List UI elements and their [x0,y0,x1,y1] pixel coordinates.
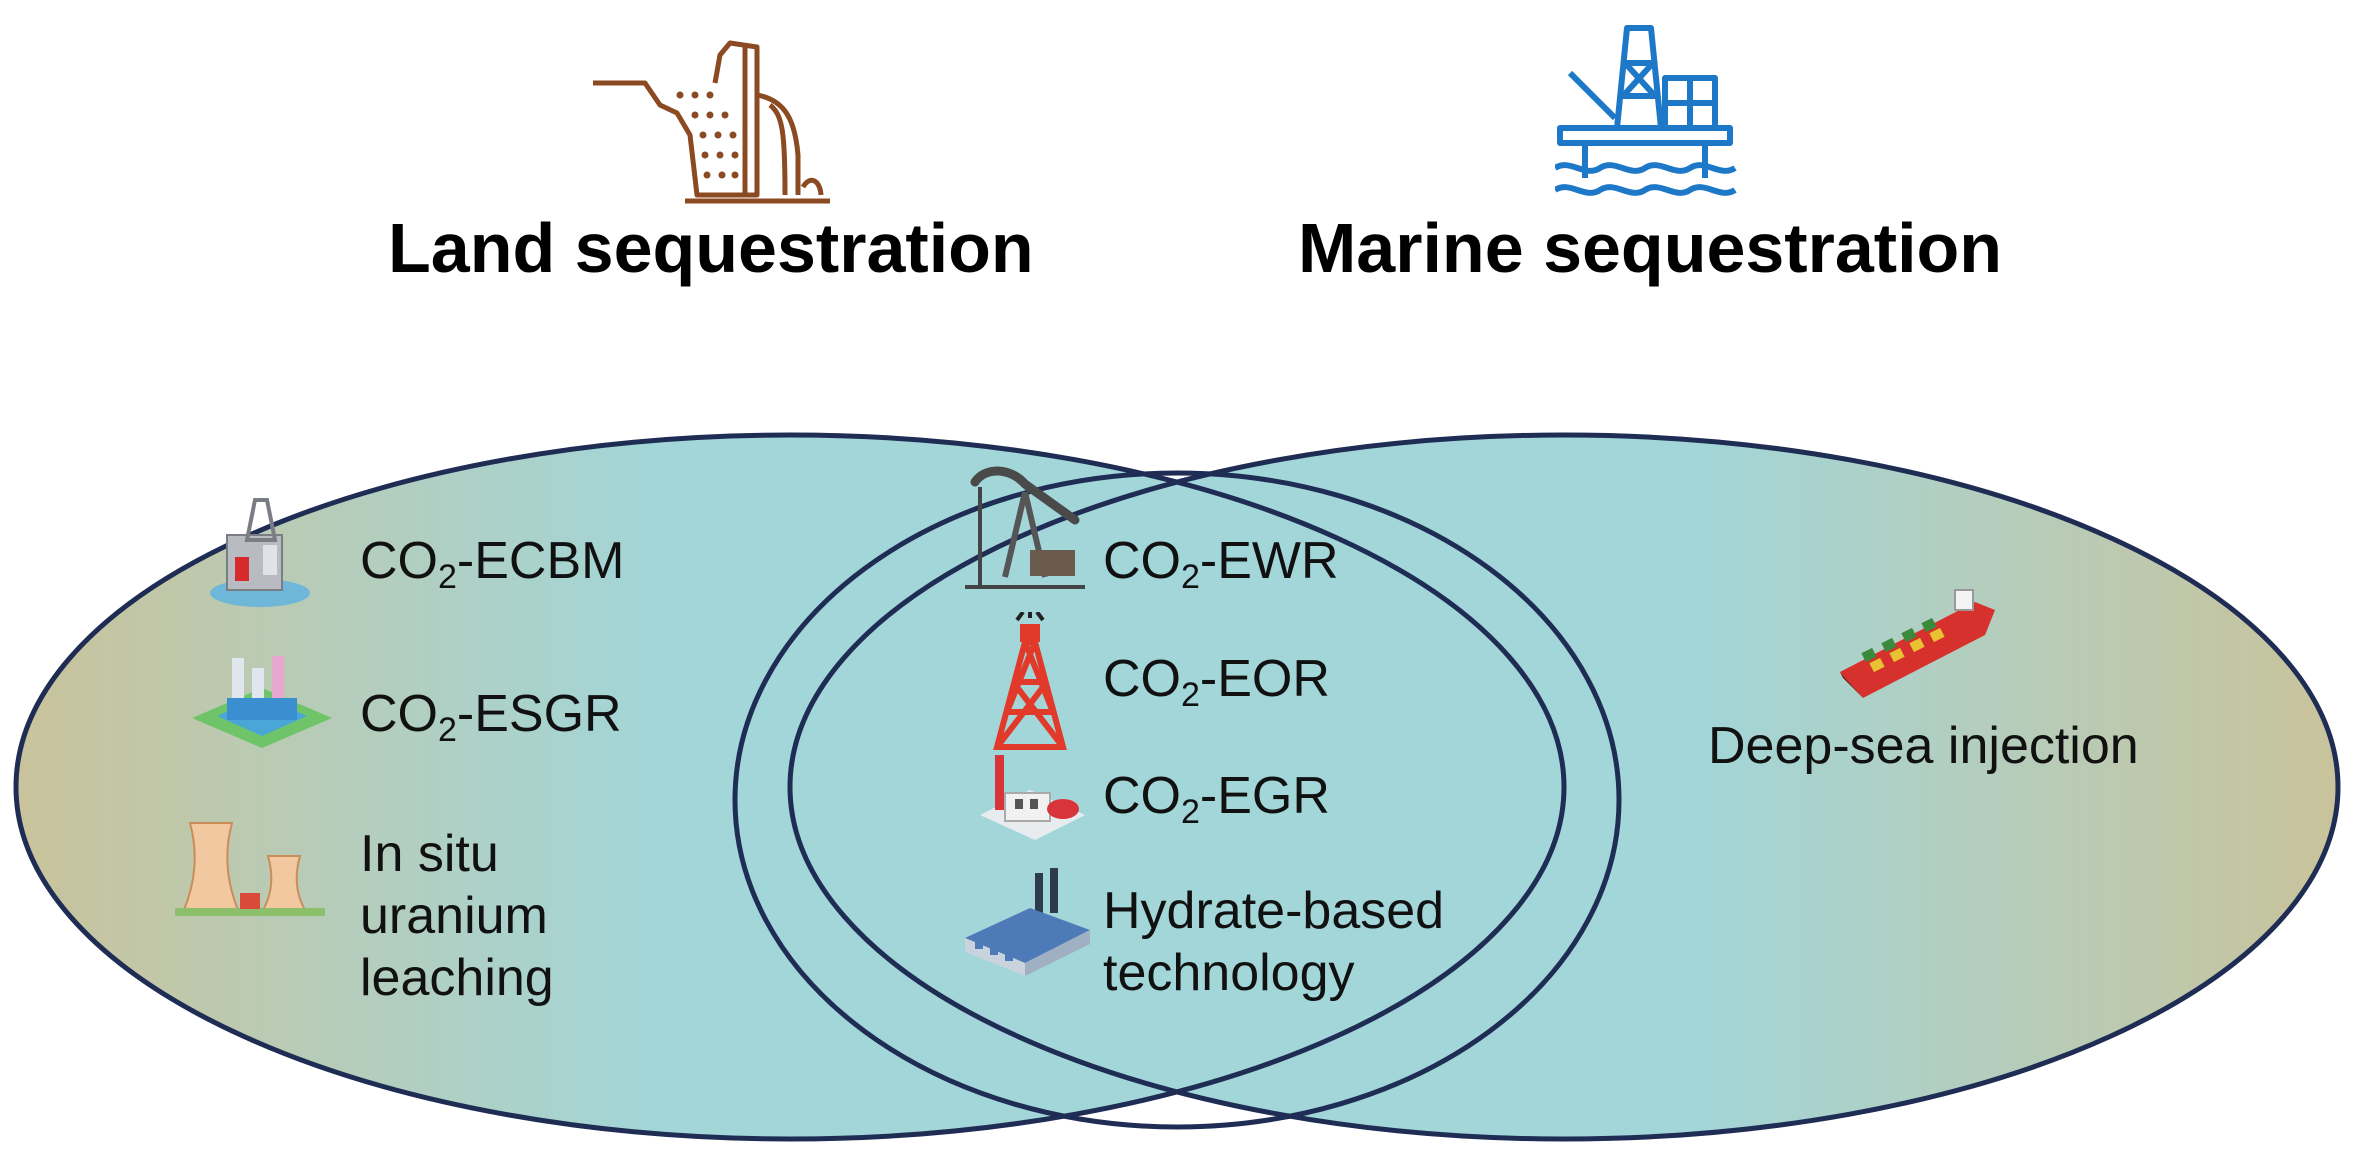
land-item-uranium: In situ uranium leaching [360,823,554,1009]
uranium-line-2: uranium [360,887,548,945]
cooling-tower-icon [175,822,325,916]
refinery-icon [980,755,1085,840]
uranium-line-3: leaching [360,949,554,1007]
overlap-item-ewr: CO2-EWR [1103,532,1339,596]
overlap-item-eor: CO2-EOR [1103,650,1330,714]
marine-item-deep-sea: Deep-sea injection [1708,717,2139,775]
pumpjack-icon [965,466,1085,589]
coal-bed-facility-icon [210,498,310,607]
land-item-ecbm: CO2-ECBM [360,532,625,596]
marine-ellipse-outline [787,432,2341,1142]
gas-plant-icon [192,656,332,748]
land-title: Land sequestration [388,209,1034,287]
hydrate-line-1: Hydrate-based [1103,882,1445,940]
land-ellipse-outline [13,432,1567,1142]
cargo-ship-icon [1840,589,1995,702]
overlap-item-egr: CO2-EGR [1103,767,1330,831]
overlap-item-hydrate: Hydrate-based technology [1103,880,1444,1004]
inner-ellipse [732,470,1622,1130]
oil-derrick-icon [993,612,1067,750]
offshore-rig-icon [1555,25,1737,196]
dam-icon [593,40,830,204]
hydrate-line-2: technology [1103,944,1355,1002]
factory-icon [965,868,1090,976]
marine-title: Marine sequestration [1298,209,2003,287]
overlap-region [790,435,1564,1139]
land-item-esgr: CO2-ESGR [360,685,622,749]
uranium-line-1: In situ [360,825,499,883]
